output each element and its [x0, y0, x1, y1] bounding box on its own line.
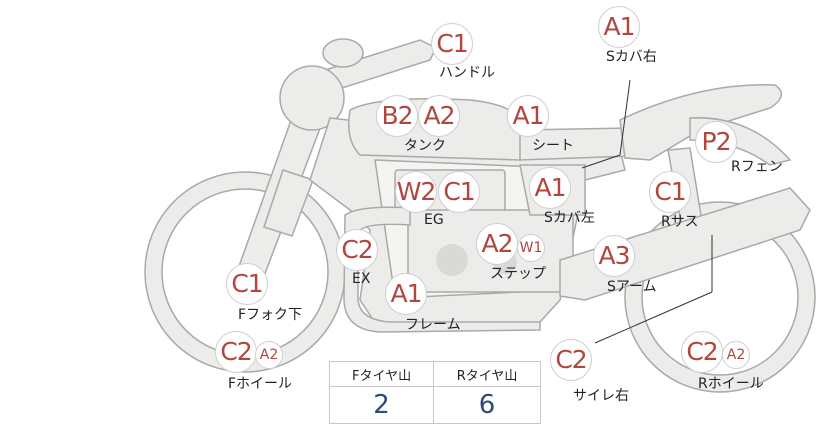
muffler-grade-badge: C2: [550, 339, 592, 381]
frame-label: フレーム: [405, 314, 461, 334]
frame-grade-badge: A1: [385, 273, 427, 315]
engine-grade-badge-1: W2: [395, 171, 437, 213]
rear-tire-value: 6: [434, 387, 541, 424]
side-cover-left-grade-badge: A1: [529, 167, 571, 209]
front-wheel-grade-badge-1: C2: [215, 331, 257, 373]
step-label: ステップ: [490, 263, 546, 283]
rear-fender-label: Rフェン: [731, 156, 783, 176]
swingarm-label: Sアーム: [607, 276, 657, 296]
engine-label: EG: [424, 212, 444, 228]
tank-grade-badge-2: A2: [418, 95, 460, 137]
rear-wheel-grade-badge-1: C2: [681, 331, 723, 373]
rear-suspension-grade-badge: C1: [649, 171, 691, 213]
front-fork-label: Fフォク下: [238, 304, 302, 324]
seat-grade-badge: A1: [507, 95, 549, 137]
tread-header-row: Fタイヤ山 Rタイヤ山: [330, 362, 541, 387]
handle-grade-badge: C1: [431, 23, 473, 65]
exhaust-label: EX: [352, 271, 370, 287]
handle-label: ハンドル: [439, 62, 495, 82]
side-cover-right-grade-badge: A1: [598, 6, 640, 48]
rear-suspension-label: Rサス: [661, 211, 698, 231]
rear-wheel-grade-badge-2: A2: [722, 341, 750, 369]
front-wheel-label: Fホイール: [228, 373, 292, 393]
muffler-label: サイレ右: [573, 385, 629, 405]
tire-tread-table: Fタイヤ山 Rタイヤ山 2 6: [329, 361, 541, 424]
step-grade-badge-2: W1: [517, 234, 545, 262]
exhaust-grade-badge: C2: [336, 229, 378, 271]
tread-value-row: 2 6: [330, 387, 541, 424]
tank-label: タンク: [404, 135, 446, 155]
tank-grade-badge-1: B2: [376, 95, 418, 137]
side-cover-left-label: Sカバ左: [544, 207, 595, 227]
seat-label: シート: [532, 135, 574, 155]
front-tire-value: 2: [330, 387, 434, 424]
rear-tire-header: Rタイヤ山: [434, 362, 541, 387]
front-tire-header: Fタイヤ山: [330, 362, 434, 387]
side-cover-right-label: Sカバ右: [606, 46, 657, 66]
engine-grade-badge-2: C1: [438, 171, 480, 213]
step-grade-badge-1: A2: [476, 223, 518, 265]
rear-wheel-label: Rホイール: [698, 373, 764, 393]
front-fork-grade-badge: C1: [226, 263, 268, 305]
front-wheel-grade-badge-2: A2: [255, 341, 283, 369]
swingarm-grade-badge: A3: [593, 235, 635, 277]
